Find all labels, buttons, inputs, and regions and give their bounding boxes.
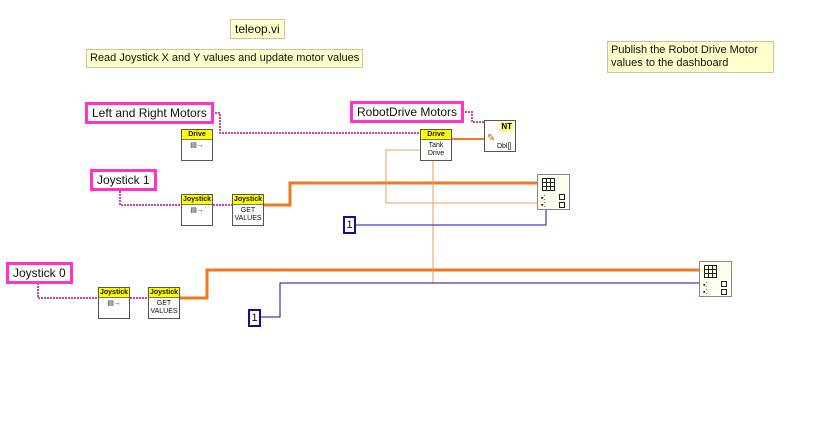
nt-write-node[interactable]: NT ✎ Dbl[] [484, 120, 516, 152]
wire-joystick0-ref [37, 280, 98, 299]
wire-y1-to-tank [385, 149, 538, 204]
joystick0-getvalues-line2: VALUES [150, 308, 178, 315]
control-joystick-1[interactable]: Joystick 1 [90, 169, 157, 191]
refnum-icon: ▤→ [190, 142, 204, 149]
index-terminal-icon: ▪⁚ [703, 289, 708, 296]
output-terminal-icon [559, 202, 565, 208]
joystick0-refnum-header: Joystick [99, 288, 129, 298]
pen-icon: ✎ [487, 133, 496, 144]
nt-label: NT [500, 122, 513, 131]
drive-refnum-node[interactable]: Drive ▤→ [181, 129, 213, 161]
tank-drive-line1: Tank [428, 142, 444, 149]
joystick0-getvalues-line1: GET [156, 300, 172, 307]
output-terminal-icon [559, 194, 565, 200]
numeric-constant-1[interactable]: 1 [343, 216, 356, 234]
index-array-node-1[interactable]: ▪⁚ ▪⁚ [537, 174, 570, 210]
index-terminal-icon: ▪⁚ [541, 195, 546, 202]
control-joystick-0[interactable]: Joystick 0 [6, 262, 73, 284]
joystick1-refnum-header: Joystick [182, 195, 212, 205]
array-grid-icon [542, 178, 555, 191]
wire-y0-to-tank [432, 146, 700, 284]
joystick1-refnum-node[interactable]: Joystick ▤→ [181, 194, 213, 226]
joystick1-getvalues-header: Joystick [233, 195, 263, 205]
refnum-icon: ▤→ [107, 300, 121, 307]
refnum-icon: ▤→ [190, 207, 204, 214]
index-array-node-2[interactable]: ▪⁚ ▪⁚ [699, 261, 732, 297]
output-terminal-icon [721, 281, 727, 287]
drive-refnum-header: Drive [182, 130, 212, 140]
control-robotdrive-motors[interactable]: RobotDrive Motors [350, 101, 465, 123]
joystick1-getvalues-line2: VALUES [234, 215, 262, 222]
wire-left-right-motors [209, 112, 420, 134]
numeric-constant-2[interactable]: 1 [248, 309, 261, 327]
array-grid-icon [704, 265, 717, 278]
output-terminal-icon [721, 289, 727, 295]
tank-drive-line2: Drive [427, 150, 445, 157]
wire-const2-index [260, 282, 706, 318]
wire-joystick1-values [264, 181, 538, 207]
tank-drive-header: Drive [421, 130, 451, 140]
nt-type-label: Dbl[] [497, 143, 512, 150]
joystick0-getvalues-header: Joystick [149, 288, 179, 298]
wire-joystick1-ref [119, 185, 181, 206]
wire-joystick0-values [180, 268, 700, 300]
wire-const1-index [355, 210, 547, 226]
joystick1-getvalues-line1: GET [240, 207, 256, 214]
wire-robotdrive-motors [459, 111, 486, 123]
comment-read-joystick: Read Joystick X and Y values and update … [86, 49, 364, 68]
joystick0-refnum-node[interactable]: Joystick ▤→ [98, 287, 130, 319]
control-left-right-motors[interactable]: Left and Right Motors [85, 102, 214, 124]
index-terminal-icon: ▪⁚ [541, 202, 546, 209]
vi-title: teleop.vi [230, 19, 285, 39]
index-terminal-icon: ▪⁚ [703, 282, 708, 289]
comment-publish-dashboard: Publish the Robot Drive Motor values to … [607, 41, 774, 73]
